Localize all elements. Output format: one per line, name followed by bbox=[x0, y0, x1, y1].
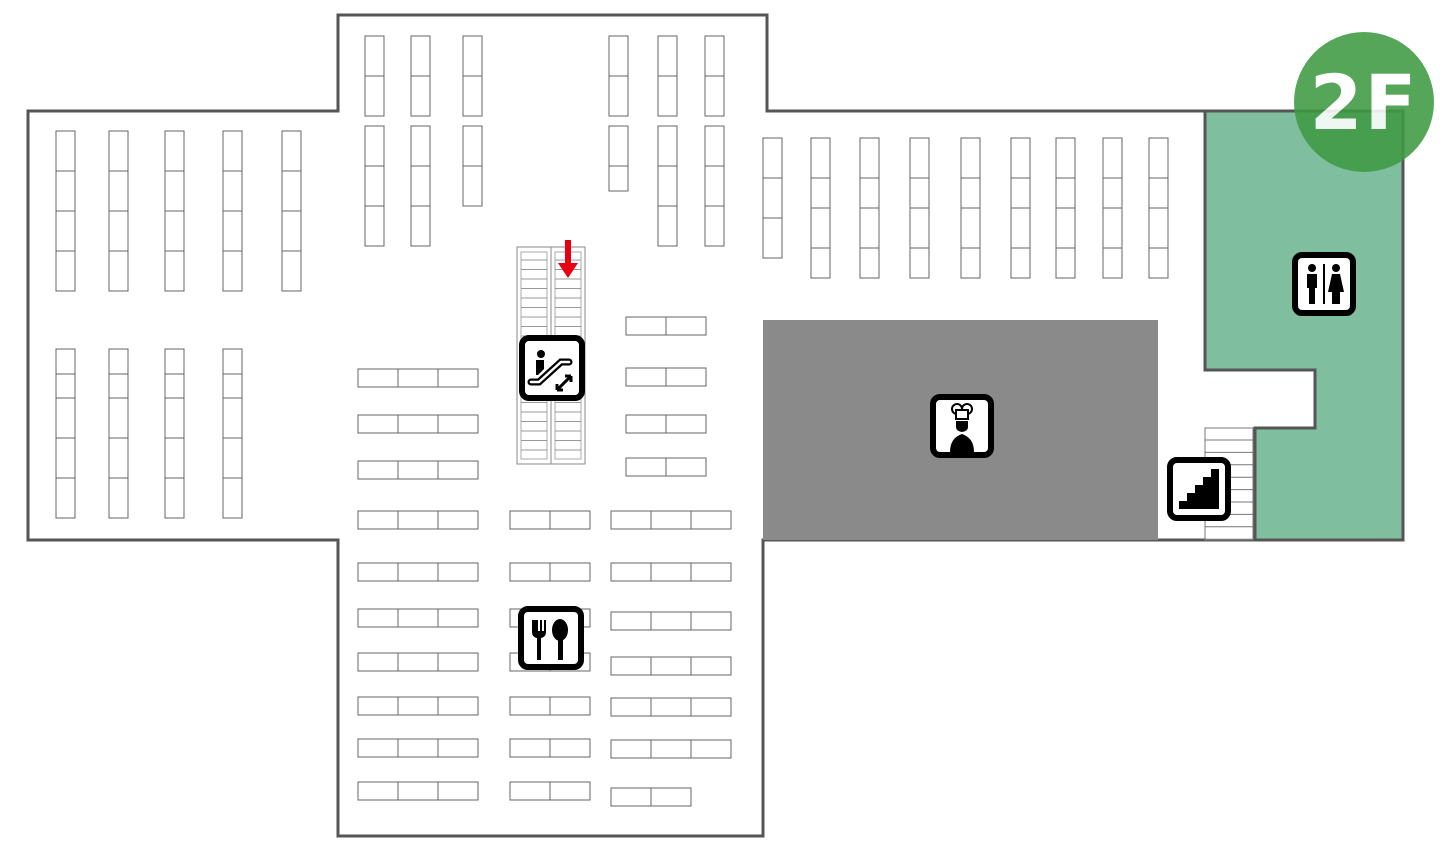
shelf bbox=[357, 696, 479, 716]
shelf bbox=[859, 137, 880, 279]
shelf bbox=[610, 787, 692, 807]
shelf bbox=[357, 781, 479, 801]
shelf bbox=[610, 656, 732, 676]
shelf bbox=[462, 125, 483, 207]
shelf bbox=[509, 510, 591, 530]
escalator-icon[interactable] bbox=[519, 335, 585, 401]
shelf bbox=[364, 35, 385, 117]
shelf bbox=[509, 781, 591, 801]
shelf bbox=[357, 368, 479, 388]
shelf bbox=[610, 562, 732, 582]
shelf bbox=[960, 137, 981, 279]
shelf bbox=[357, 460, 479, 480]
shelf bbox=[222, 348, 243, 519]
shelf bbox=[357, 510, 479, 530]
shelf bbox=[357, 562, 479, 582]
shelf bbox=[410, 125, 431, 247]
shelf bbox=[704, 35, 725, 117]
shelf bbox=[610, 611, 732, 631]
shelf bbox=[762, 137, 783, 259]
shelf bbox=[509, 696, 591, 716]
down-arrow-icon bbox=[558, 240, 578, 278]
restaurant-icon[interactable] bbox=[518, 606, 584, 670]
shelves bbox=[55, 35, 1169, 807]
shelf bbox=[909, 137, 930, 279]
shelf bbox=[509, 738, 591, 758]
shelf bbox=[657, 35, 678, 117]
shelf bbox=[55, 130, 76, 292]
shelf bbox=[364, 125, 385, 247]
shelf bbox=[625, 316, 707, 336]
shelf bbox=[357, 738, 479, 758]
shelf bbox=[1102, 137, 1123, 279]
shelf bbox=[509, 562, 591, 582]
stairs-icon[interactable] bbox=[1167, 457, 1231, 521]
shelf bbox=[281, 130, 302, 292]
shelf bbox=[610, 510, 732, 530]
shelf bbox=[657, 125, 678, 247]
shelf bbox=[1148, 137, 1169, 279]
shelf bbox=[164, 130, 185, 292]
restroom-zone[interactable] bbox=[1203, 109, 1405, 542]
shelf bbox=[164, 348, 185, 519]
shelf bbox=[610, 739, 732, 759]
shelf bbox=[357, 414, 479, 434]
shelf bbox=[625, 414, 707, 434]
chef-icon[interactable] bbox=[930, 394, 994, 458]
shelf bbox=[222, 130, 243, 292]
shelf bbox=[810, 137, 831, 279]
shelf bbox=[1055, 137, 1076, 279]
shelf bbox=[625, 457, 707, 477]
shelf bbox=[357, 652, 479, 672]
shelf bbox=[410, 35, 431, 117]
shelf bbox=[462, 35, 483, 117]
shelf bbox=[704, 125, 725, 247]
shelf bbox=[357, 608, 479, 628]
shelf bbox=[1010, 137, 1031, 279]
shelf bbox=[608, 35, 629, 117]
shelf bbox=[108, 130, 129, 292]
floor-badge: 2F bbox=[1294, 32, 1434, 172]
shelf bbox=[625, 367, 707, 387]
restroom-icon[interactable] bbox=[1292, 252, 1356, 316]
shelf bbox=[108, 348, 129, 519]
shelf bbox=[608, 125, 629, 192]
shelf bbox=[610, 697, 732, 717]
shelf bbox=[55, 348, 76, 519]
